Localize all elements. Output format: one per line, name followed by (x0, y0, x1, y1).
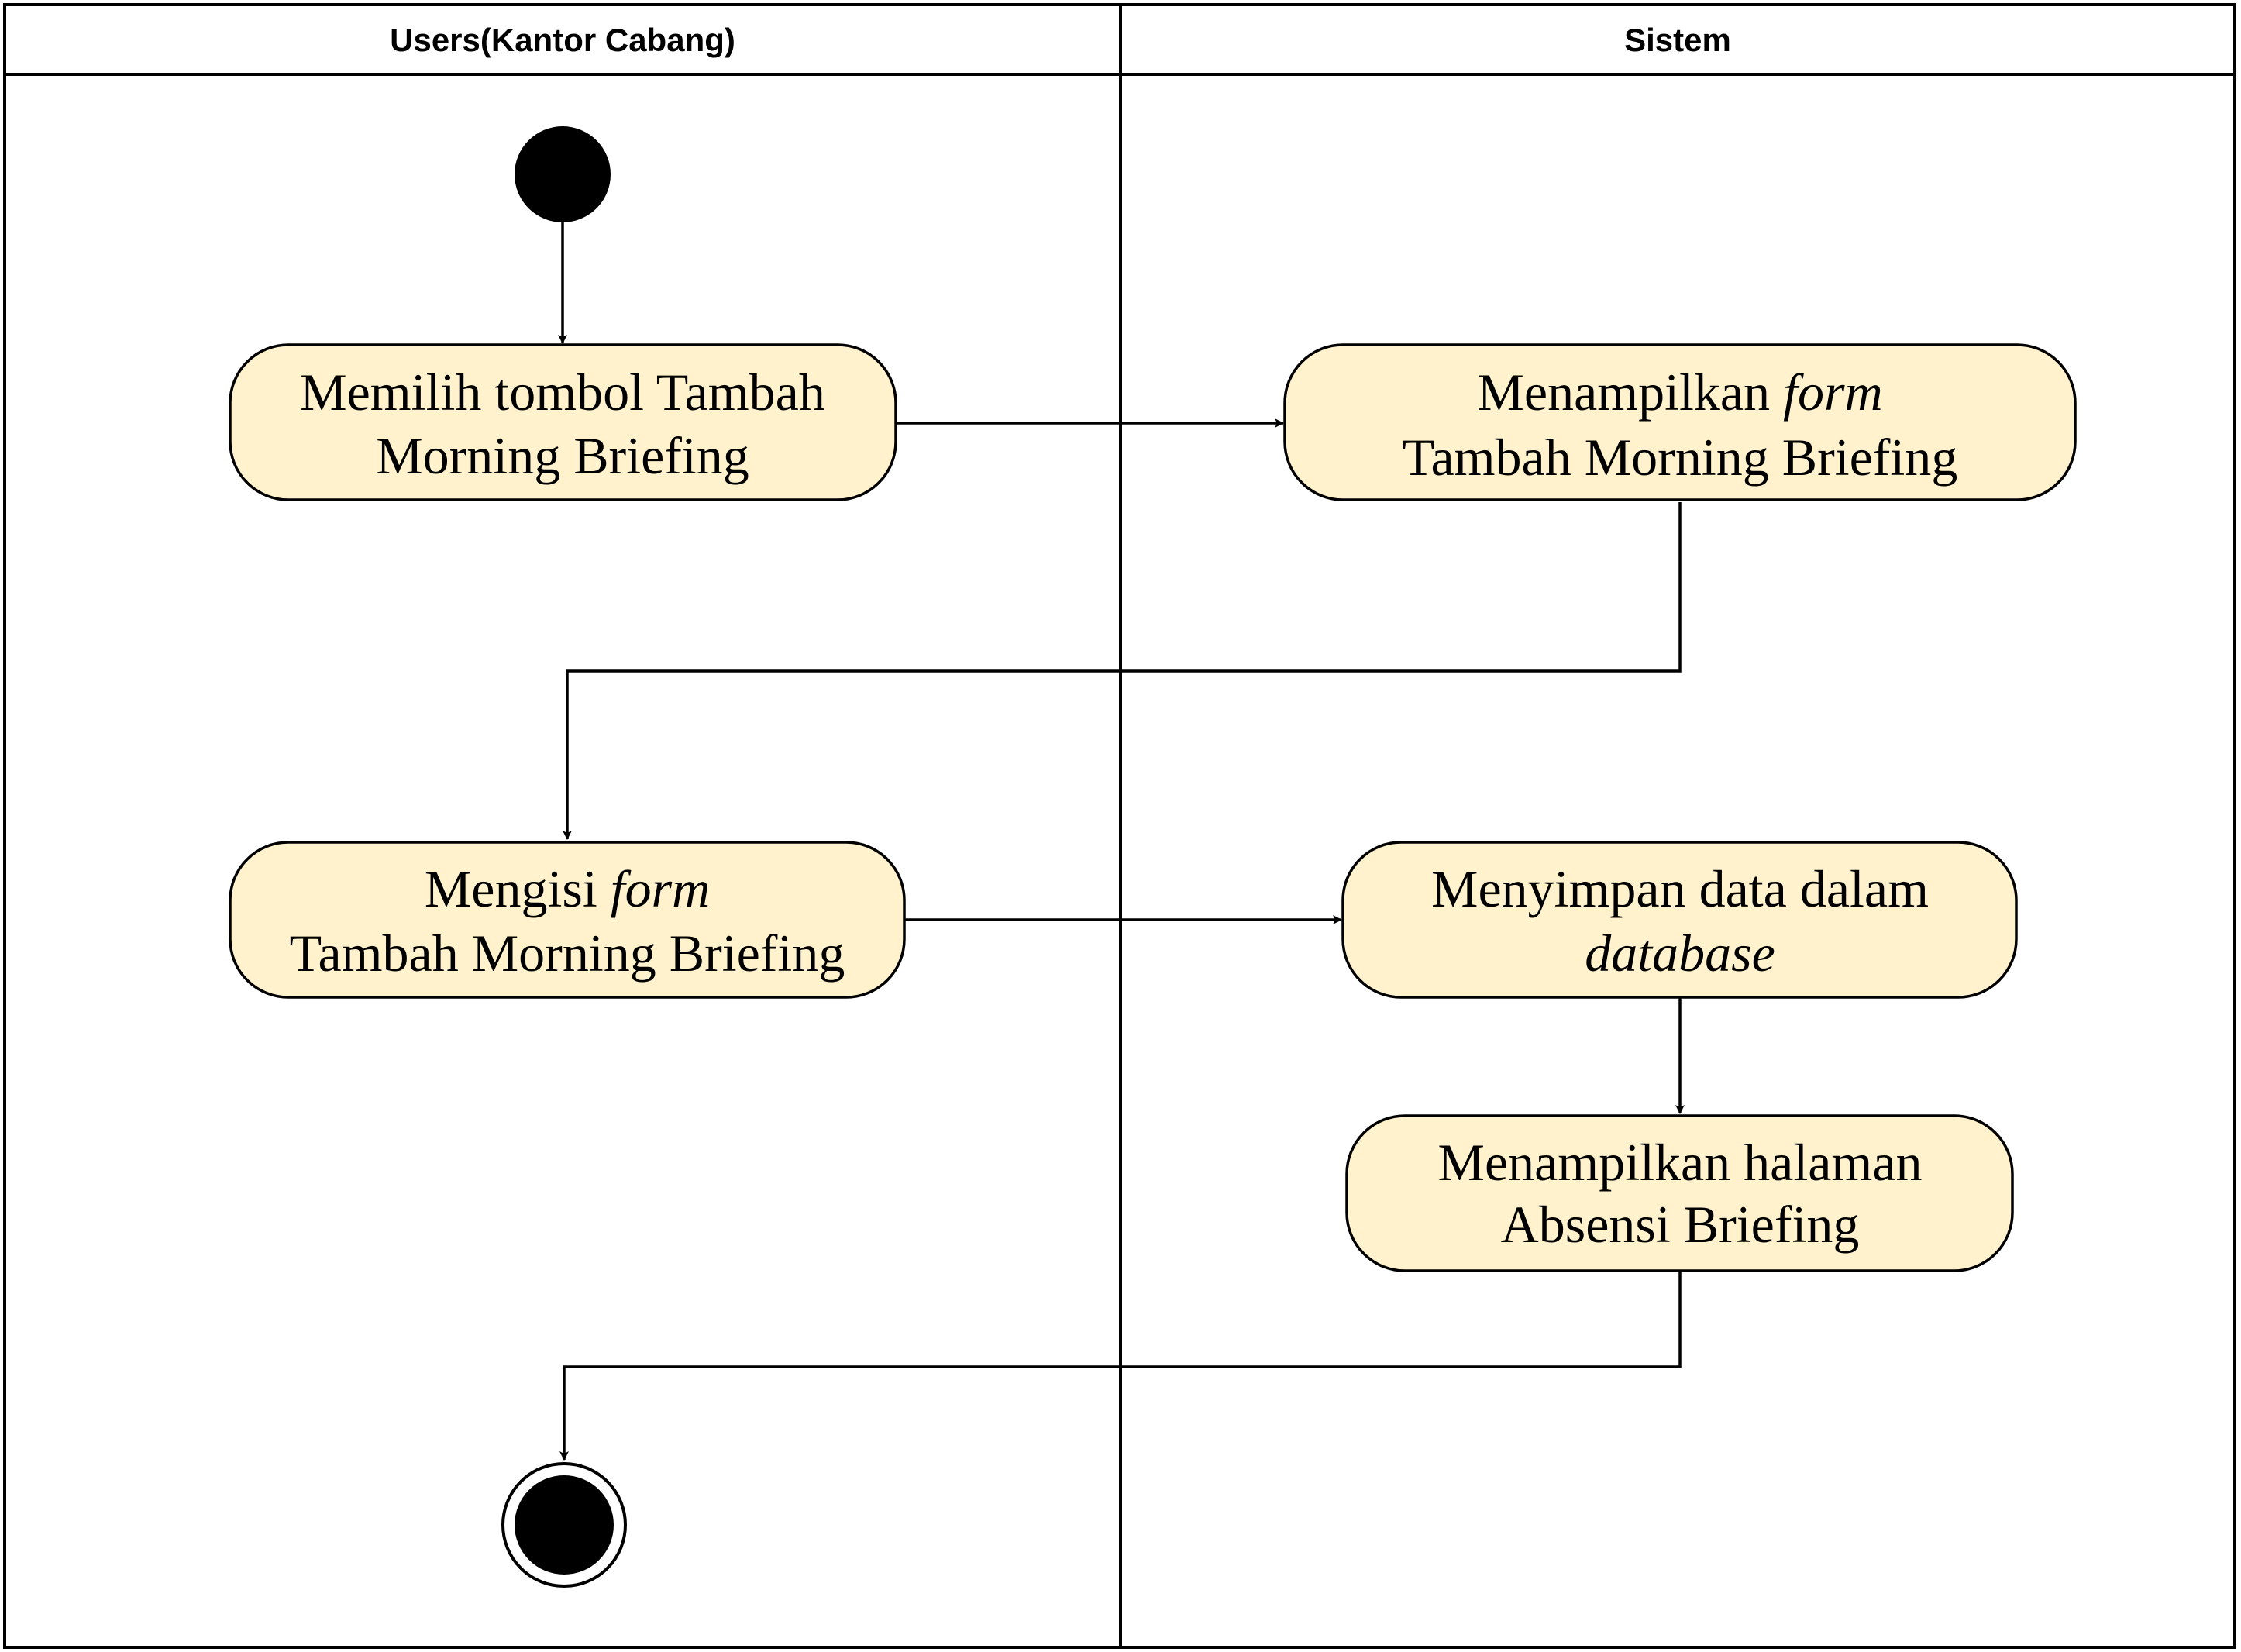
control-flows (558, 222, 1685, 1461)
flow-absensi-to-end (559, 1271, 1682, 1461)
lane-header-sistem: Sistem (1624, 22, 1731, 58)
activity-simpan-data-line1: Menyimpan data dalam (1431, 859, 1929, 918)
activity-isi-form: Mengisi form Tambah Morning Briefing (229, 841, 906, 999)
lane-header-users: Users(Kantor Cabang) (390, 22, 735, 58)
activity-tampil-form-line2: Tambah Morning Briefing (1403, 428, 1958, 487)
activity-tampil-absensi: Menampilkan halaman Absensi Briefing (1345, 1114, 2014, 1272)
final-node-icon (501, 1462, 627, 1588)
flow-tampil-form-to-isi (563, 502, 1682, 840)
activity-tampil-form: Menampilkan form Tambah Morning Briefing (1283, 343, 2077, 501)
activity-pilih-tombol: Memilih tombol Tambah Morning Briefing (229, 343, 897, 501)
activity-isi-form-line1: Mengisi form (425, 859, 710, 918)
activity-tampil-absensi-line2: Absensi Briefing (1501, 1195, 1860, 1254)
initial-node-icon (515, 126, 611, 222)
activity-simpan-data-line2: database (1585, 924, 1775, 983)
activity-simpan-data: Menyimpan data dalam database (1341, 841, 2018, 999)
activity-tampil-form-line1: Menampilkan form (1477, 363, 1882, 422)
activity-pilih-tombol-line1: Memilih tombol Tambah (300, 363, 825, 422)
swimlane-frame (3, 3, 2236, 1649)
activity-pilih-tombol-line2: Morning Briefing (376, 426, 749, 485)
activity-isi-form-line2: Tambah Morning Briefing (290, 924, 845, 983)
activity-tampil-absensi-line1: Menampilkan halaman (1437, 1133, 1922, 1192)
